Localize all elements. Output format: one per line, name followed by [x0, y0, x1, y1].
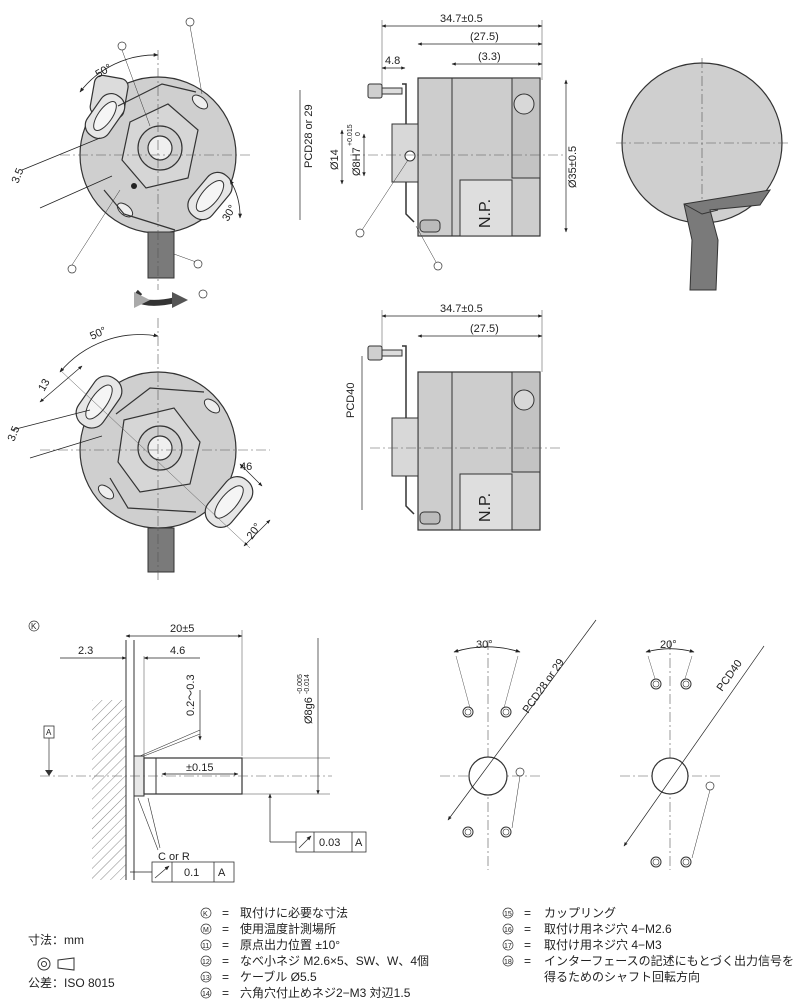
legend-right-text-3: インターフェースの記述にもとづく出力信号を — [544, 953, 794, 968]
fcf-bottom-value: 0.1 — [184, 867, 199, 879]
angle-20-bottom: 20° — [245, 521, 264, 542]
front-view-bottom: 50° 13 3.5 46 20° — [6, 318, 271, 580]
legend-left-text-2: 原点出力位置 ±10° — [240, 937, 340, 952]
dim-46: 46 — [240, 461, 252, 473]
shaft-dia: Ø8g6 — [303, 697, 315, 724]
legend-right-eq-2: = — [524, 938, 531, 952]
pcd-pattern-20: PCD40 — [715, 658, 745, 694]
nameplate-top: N.P. — [477, 199, 494, 228]
length-20: 20±5 — [170, 623, 194, 635]
body-diameter: Ø35±0.5 — [567, 146, 579, 188]
legend-right-eq-0: = — [524, 906, 531, 920]
units-label: 寸法：mm — [28, 933, 84, 947]
gap-label: 0.2～0.3 — [185, 674, 197, 716]
legend-right-text-2: 取付け用ネジ穴 4−M3 — [544, 937, 662, 952]
angle-50-bottom: 50° — [88, 325, 108, 343]
legend-right-text-1: 取付け用ネジ穴 4−M2.6 — [544, 921, 672, 936]
legend-left-mark-2: 11 — [202, 943, 209, 950]
front-view-top: 50° 3.5 30° — [10, 17, 250, 308]
legend-right-mark-0: 15 — [504, 911, 512, 918]
bore-label: Ø8H7 — [351, 147, 363, 176]
legend-right-eq-1: = — [524, 922, 531, 936]
dim-2-3: 2.3 — [78, 645, 93, 657]
nameplate-bottom: N.P. — [477, 493, 494, 522]
legend-right-mark-2: 17 — [504, 943, 512, 950]
fcf-bottom-datum: A — [218, 867, 226, 879]
hole-pattern-20: 20° PCD40 — [620, 639, 765, 870]
dim-3-5-top: 3.5 — [10, 166, 27, 185]
angle-20-pattern: 20° — [660, 639, 677, 651]
diameter-14: Ø14 — [329, 149, 341, 170]
pcd-pattern-30: PCD28 or 29 — [521, 657, 567, 716]
legend-left-mark-3: 12 — [202, 959, 210, 966]
legend-left-mark-0: K — [203, 911, 208, 918]
dim-4-6: 4.6 — [170, 645, 185, 657]
legend-right-text-cont: 得るためのシャフト回転方向 — [544, 969, 700, 984]
rear-view — [616, 58, 790, 291]
detail-marker: K — [31, 622, 37, 631]
shaft-detail: K 20±5 2.3 4.6 0.2～0.3 ±0.15 Ø8g6 -0.005… — [28, 620, 367, 883]
chamfer-label: C or R — [158, 851, 190, 863]
legend-left-mark-5: 14 — [202, 991, 210, 998]
dim-13: 13 — [36, 377, 53, 394]
pcd-label-bottom: PCD40 — [345, 383, 357, 418]
legend-left-text-3: なべ小ネジ M2.6×5、SW、W、4個 — [240, 954, 429, 968]
pcd-label-top: PCD28 or 29 — [303, 104, 315, 168]
angle-30-top: 30° — [220, 203, 239, 223]
legend-left-mark-1: M — [203, 927, 209, 934]
bore-tol-upper: +0.015 — [347, 124, 354, 146]
side-view-top: 34.7±0.5 (27.5) (3.3) 4.8 N.P. PCD28 or … — [299, 13, 579, 271]
side-view-bottom: 34.7±0.5 (27.5) N.P. PCD40 — [345, 303, 560, 531]
legend-right-mark-1: 16 — [504, 927, 512, 934]
legend-left-text-0: 取付けに必要な寸法 — [240, 906, 348, 920]
body-length-top: (27.5) — [470, 31, 499, 43]
legend-left-text-5: 六角穴付止めネジ2−M3 対辺1.5 — [240, 985, 411, 1000]
legend-left-eq-5: = — [222, 986, 229, 1000]
fcf-top-value: 0.03 — [319, 837, 340, 849]
legend-left-eq-3: = — [222, 954, 229, 968]
legend-left-text-1: 使用温度計測場所 — [240, 921, 336, 936]
legend-right-eq-3: = — [524, 954, 531, 968]
overall-length-bottom: 34.7±0.5 — [440, 303, 483, 315]
shaft-tol-upper: -0.005 — [297, 674, 304, 694]
legend-left-mark-4: 13 — [202, 975, 210, 982]
datum-a: A — [46, 728, 52, 737]
legend-left-eq-4: = — [222, 970, 229, 984]
body-length-bottom: (27.5) — [470, 323, 499, 335]
hole-pattern-30: 30° PCD28 or 29 — [440, 619, 597, 870]
overall-length-top: 34.7±0.5 — [440, 13, 483, 25]
legend-left-eq-1: = — [222, 922, 229, 936]
legend-right-mark-3: 18 — [504, 959, 512, 966]
bore-tol-lower: 0 — [355, 132, 362, 136]
shaft-tol-lower: -0.014 — [304, 674, 311, 694]
legend-left-eq-2: = — [222, 938, 229, 952]
legend-left-text-4: ケーブル Ø5.5 — [240, 969, 317, 984]
step-length: (3.3) — [478, 51, 501, 63]
angle-30-pattern: 30° — [476, 639, 493, 651]
legend-right-text-0: カップリング — [544, 906, 616, 920]
tolerance-label: 公差：ISO 8015 — [28, 976, 115, 990]
tol-015: ±0.15 — [186, 762, 213, 774]
legend: 寸法：mm 公差：ISO 8015 K = 取付けに必要な寸法 M = 使用温度… — [28, 906, 794, 1000]
flange-offset: 4.8 — [385, 55, 400, 67]
legend-left-eq-0: = — [222, 906, 229, 920]
fcf-top-datum: A — [355, 837, 363, 849]
dim-3-5-bottom: 3.5 — [6, 424, 23, 443]
